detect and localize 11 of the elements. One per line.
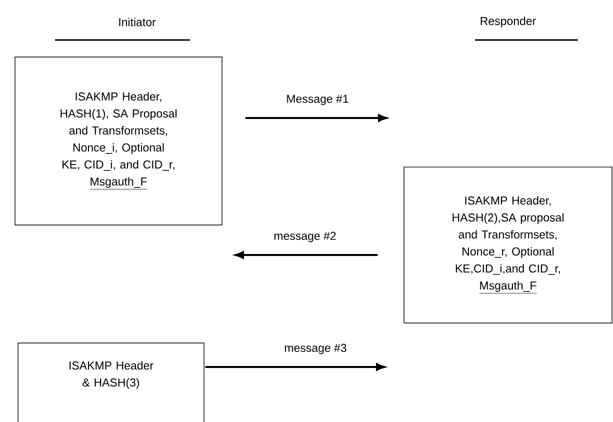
edge-label: message #2 <box>274 232 336 242</box>
arrow <box>205 363 385 371</box>
arrow <box>235 251 378 259</box>
edge-label: Message #1 <box>287 94 348 106</box>
arrow <box>245 114 387 122</box>
message-box: ISAKMP Header, HASH(1), SA Proposal and Transformsets, Nonce_i, Optional KE, CID_i, and CID_r, Msgauth_F <box>14 56 222 226</box>
message-box: ISAKMP Header & HASH(3) <box>18 342 204 422</box>
column-heading: Responder <box>480 16 536 28</box>
edge-label: message #3 <box>284 344 346 354</box>
column-heading: Initiator <box>119 18 156 26</box>
message-box: ISAKMP Header, HASH(2),SA proposal and Transformsets, Nonce_r, Optional KE,CID_i,and CID_r, Msgauth_F <box>404 166 612 324</box>
